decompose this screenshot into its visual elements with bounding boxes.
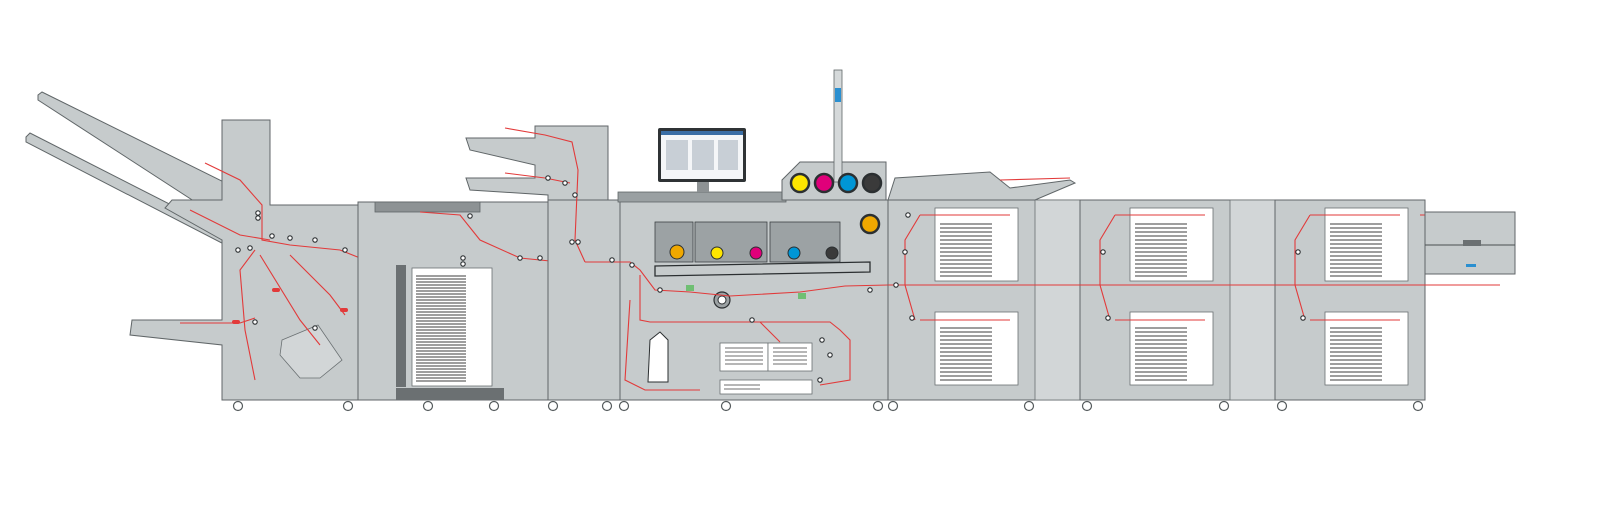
engine-paper-trays [647,331,813,395]
stacker-unit [357,201,561,401]
top-tray-unit [465,125,621,401]
toner-bottles [789,172,883,235]
inserter-unit [1424,211,1516,275]
rollers [235,175,1306,383]
paper-feeder-2 [1079,199,1276,401]
stacked-paper [416,273,468,383]
imaging-units [654,221,841,263]
casters [232,400,1424,412]
status-light-tower [833,69,843,183]
finisher-unit [25,91,361,401]
monitor-icon [658,128,746,192]
feeder-paper-stacks [940,223,1382,381]
print-engine [585,69,889,401]
paper-feeder-1 [887,171,1081,401]
paper-feeder-3 [1274,199,1426,401]
